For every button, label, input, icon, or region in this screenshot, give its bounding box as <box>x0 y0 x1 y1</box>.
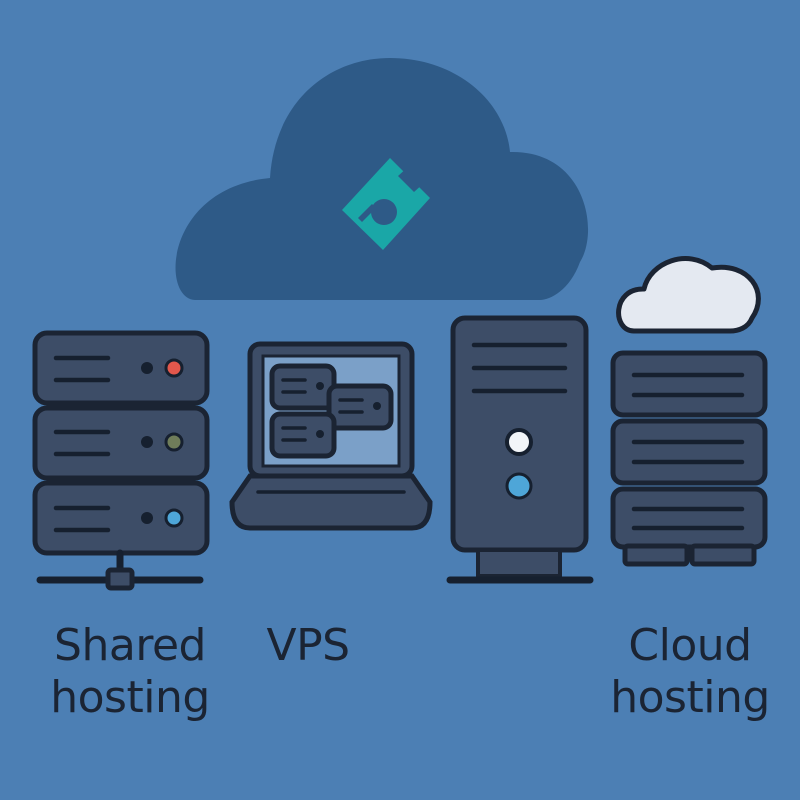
server-rack-icon <box>32 330 210 591</box>
cloud-hosting-line2: hosting <box>610 672 770 723</box>
cloud-hosting-label: Cloud hosting <box>590 620 790 724</box>
shared-hosting-line2: hosting <box>50 672 210 723</box>
rack-unit <box>610 350 768 418</box>
rack-unit <box>32 480 210 556</box>
small-cloud-icon <box>616 256 761 334</box>
rack-unit <box>610 486 768 550</box>
laptop-vps-icon <box>229 341 433 531</box>
rack-unit <box>610 418 768 486</box>
cloud-server-stack-icon <box>610 256 768 567</box>
hosting-logo-icon <box>342 158 434 250</box>
vps-label: VPS <box>238 620 378 672</box>
shared-hosting-line1: Shared <box>54 620 206 671</box>
virtual-server-icon <box>269 363 337 411</box>
shared-hosting-label: Shared hosting <box>30 620 230 724</box>
virtual-server-icon <box>269 411 337 459</box>
cloud-hosting-line1: Cloud <box>628 620 752 671</box>
rack-unit <box>32 405 210 481</box>
vps-line1: VPS <box>266 620 350 671</box>
tower-server-icon <box>446 315 594 584</box>
virtual-server-icon <box>326 383 394 431</box>
rack-unit <box>32 330 210 406</box>
